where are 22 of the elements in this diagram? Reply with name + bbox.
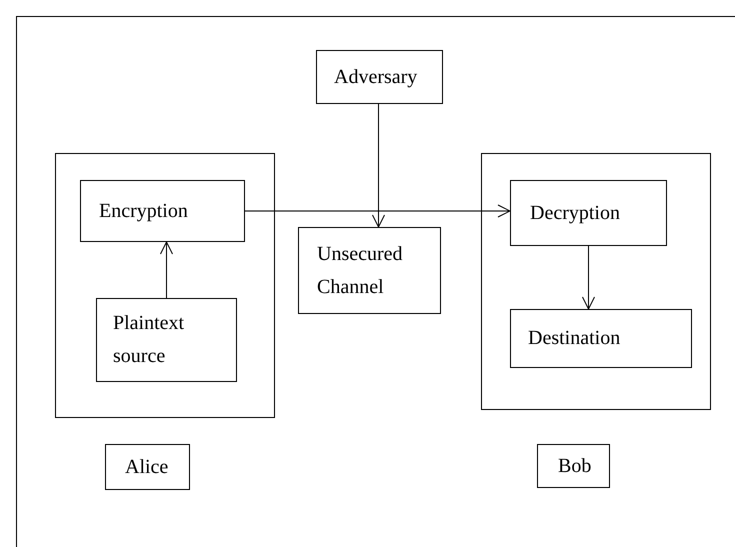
process-box: [537, 444, 610, 488]
process-box: [316, 50, 443, 104]
process-box: [80, 180, 245, 242]
node-label: Bob: [558, 454, 592, 478]
arrow: [582, 246, 595, 310]
node-label: Decryption: [530, 200, 620, 226]
node-label: Destination: [528, 326, 620, 351]
node-label: Unsecured Channel: [317, 242, 404, 300]
process-box: [105, 444, 190, 490]
process-box: [510, 309, 692, 368]
container-box: [55, 153, 275, 418]
process-box: [510, 180, 667, 246]
node-label: Adversary: [334, 64, 418, 90]
node-label: Plaintext source: [113, 311, 186, 369]
process-box: [298, 227, 441, 314]
container-box: [481, 153, 711, 410]
arrow: [372, 104, 385, 228]
process-box: [96, 298, 237, 382]
arrow: [244, 204, 510, 218]
node-label: Alice: [125, 454, 168, 480]
node-label: Encryption: [99, 198, 188, 224]
arrow: [160, 242, 173, 298]
